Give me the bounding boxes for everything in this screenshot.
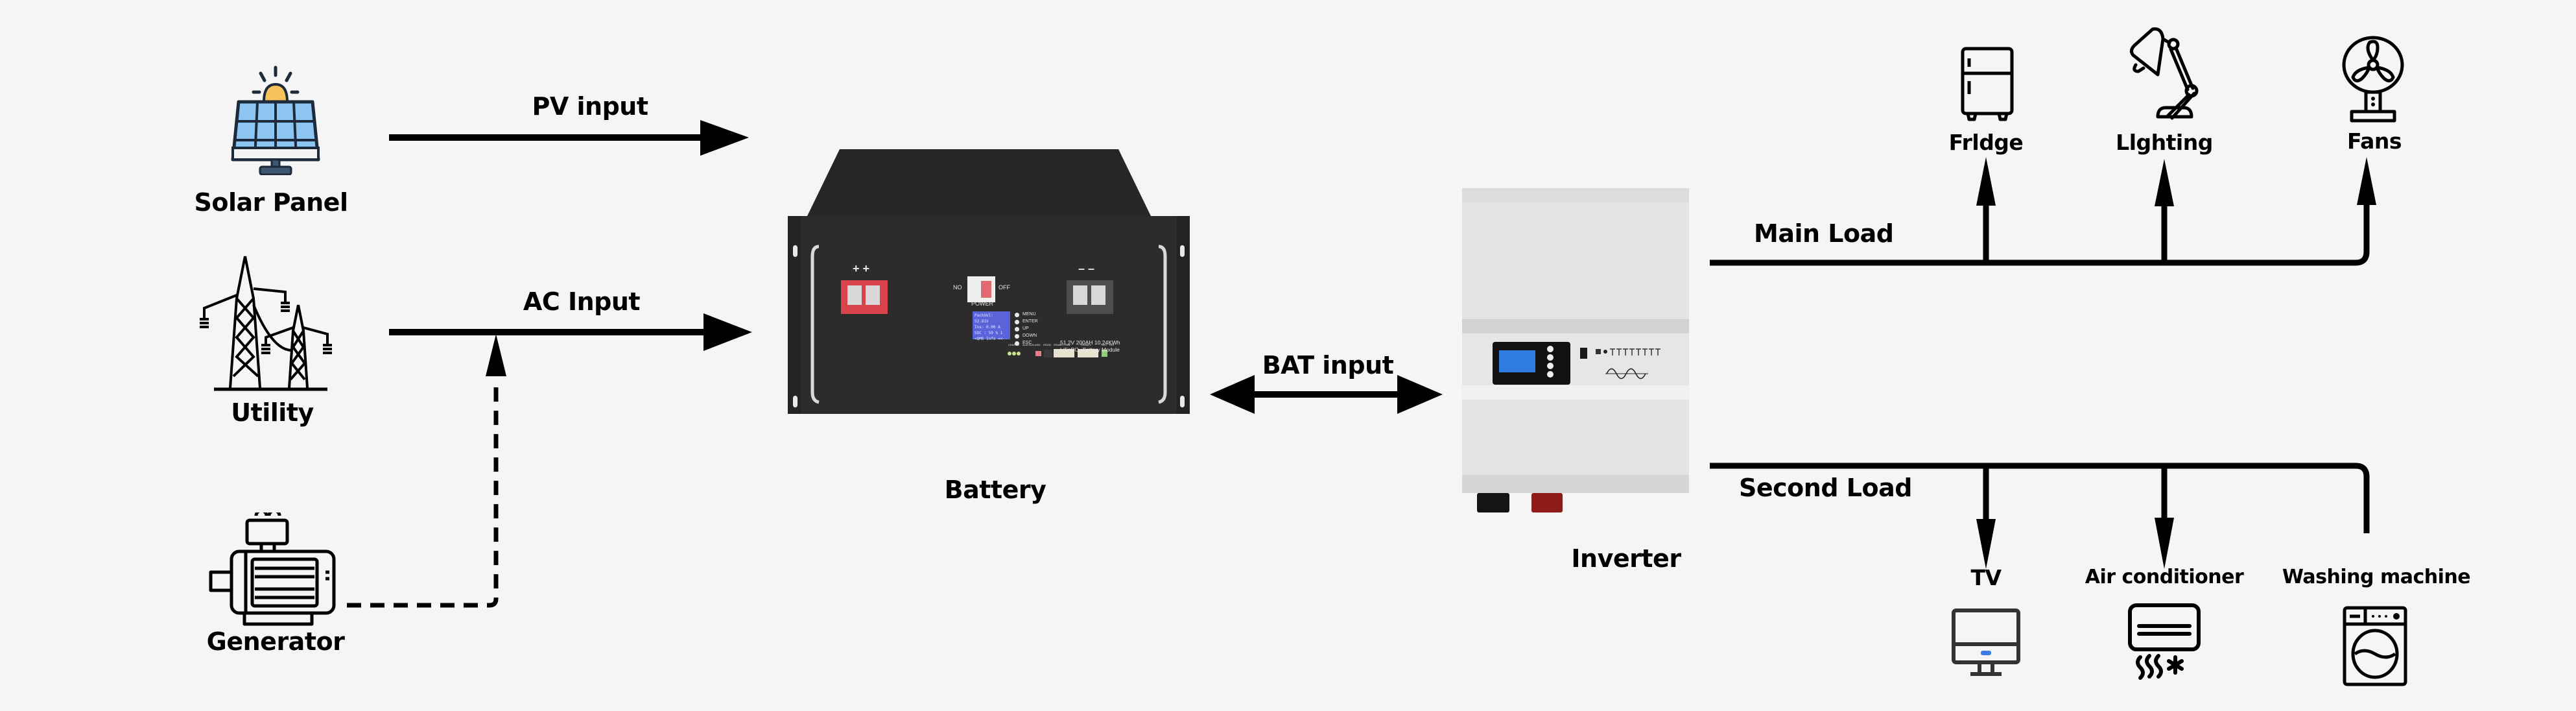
pv-input-label: PV input [532, 92, 649, 121]
pv-input-arrow [389, 120, 749, 156]
ac-arrowhead [2155, 518, 2174, 569]
inverter-label: Inverter [1571, 544, 1681, 573]
lighting-label: Llghting [2116, 130, 2213, 155]
battery-button-label: DOWN [1022, 333, 1037, 338]
tv-arrowhead [1976, 519, 1996, 569]
washing-machine-label: Washing machine [2282, 566, 2471, 588]
desk-lamp-icon [2129, 27, 2199, 120]
port-label: ALM RUN [1022, 343, 1035, 346]
solar-panel-icon [231, 66, 320, 175]
power-tower-icon [200, 256, 332, 391]
second-load-label: Second Load [1739, 474, 1912, 502]
inverter-lcd [1499, 350, 1535, 372]
ac-input-arrow [389, 313, 752, 351]
port-label: RS485-1 CAN [1054, 343, 1070, 346]
ac-input-label: AC Input [523, 287, 641, 316]
port-label: DRY [1102, 343, 1107, 346]
battery-housing [788, 149, 1190, 414]
battery-negative-symbol: – – [1078, 262, 1095, 275]
inverter-negative-terminal [1477, 493, 1509, 512]
air-conditioner-icon [2128, 603, 2201, 680]
fridge-arrowhead [1976, 157, 1996, 206]
battery-button-label: MENU [1022, 312, 1036, 317]
fan-icon [2342, 36, 2404, 123]
generator-label: Generator [206, 627, 345, 656]
lcd-line: Ins: 0.00 A [975, 325, 1000, 330]
generator-dashed-arrow [347, 334, 506, 608]
inverter-button [1547, 346, 1554, 352]
battery-spec-line1: 51.2V 200AH 10.24KWh [1060, 339, 1120, 346]
fridge-icon [1961, 47, 2014, 121]
inverter-positive-terminal [1531, 493, 1563, 512]
battery-label: Battery [944, 476, 1046, 504]
tv-label: TV [1970, 565, 2002, 590]
main-load-bus [1710, 157, 2376, 266]
battery-spec-line2: LiFePO₄ Battery Module [1060, 346, 1120, 353]
battery-button-label: ENTER [1022, 319, 1038, 324]
tv-icon [1952, 609, 2020, 676]
fridge-label: Frldge [1948, 130, 2024, 155]
port-label: ADD [1035, 343, 1041, 346]
lcd-line: <QMS Info <<-- [975, 337, 1008, 341]
battery-button-down[interactable] [1015, 334, 1019, 339]
battery-button-up[interactable] [1015, 327, 1019, 331]
fans-arrowhead [2357, 157, 2376, 205]
lcd-line: SOC : 59 % 1 [975, 331, 1003, 335]
battery-lcd: PackVol: 52.81V Ins: 0.00 A SOC : 59 % 1… [973, 311, 1010, 341]
washing-machine-icon [2343, 606, 2407, 686]
utility-label: Utility [231, 398, 314, 427]
port-label: CHARGE [1008, 343, 1020, 346]
battery-button-enter[interactable] [1015, 320, 1019, 324]
inverter-button [1547, 363, 1554, 369]
battery-button-label: UP [1022, 326, 1029, 331]
battery-button-label: ESC [1022, 341, 1032, 345]
inverter-button [1547, 354, 1554, 361]
port-label: RS232 [1043, 343, 1052, 346]
power-switch-caption[interactable]: POWER [971, 300, 994, 307]
lcd-line: PackVol: 52.81V [975, 313, 993, 324]
bat-input-label: BAT input [1262, 351, 1394, 380]
second-load-bus [1710, 463, 2370, 569]
battery-positive-symbol: + + [853, 262, 870, 275]
inverter-button [1547, 371, 1554, 378]
battery-button-menu[interactable] [1015, 313, 1019, 317]
lighting-arrowhead [2155, 159, 2174, 206]
bat-input-arrow [1210, 375, 1443, 414]
power-switch-on-label: NO [953, 284, 962, 291]
solar-panel-label: Solar Panel [194, 188, 348, 217]
inverter-unit [1462, 188, 1689, 512]
battery-button-esc[interactable] [1015, 341, 1019, 346]
port-label: RST [1109, 343, 1115, 346]
battery-module: + + – – NO OFF POWER PackVol: 52.81V Ins… [788, 149, 1190, 416]
port-label: RS485-2 [1081, 343, 1091, 346]
air-conditioner-label: Air conditioner [2085, 566, 2244, 588]
fans-label: Fans [2346, 128, 2402, 154]
generator-icon [209, 512, 336, 626]
power-switch-off-label: OFF [998, 284, 1010, 291]
main-load-label: Main Load [1754, 219, 1894, 248]
inverter-power-switch [1580, 348, 1587, 359]
